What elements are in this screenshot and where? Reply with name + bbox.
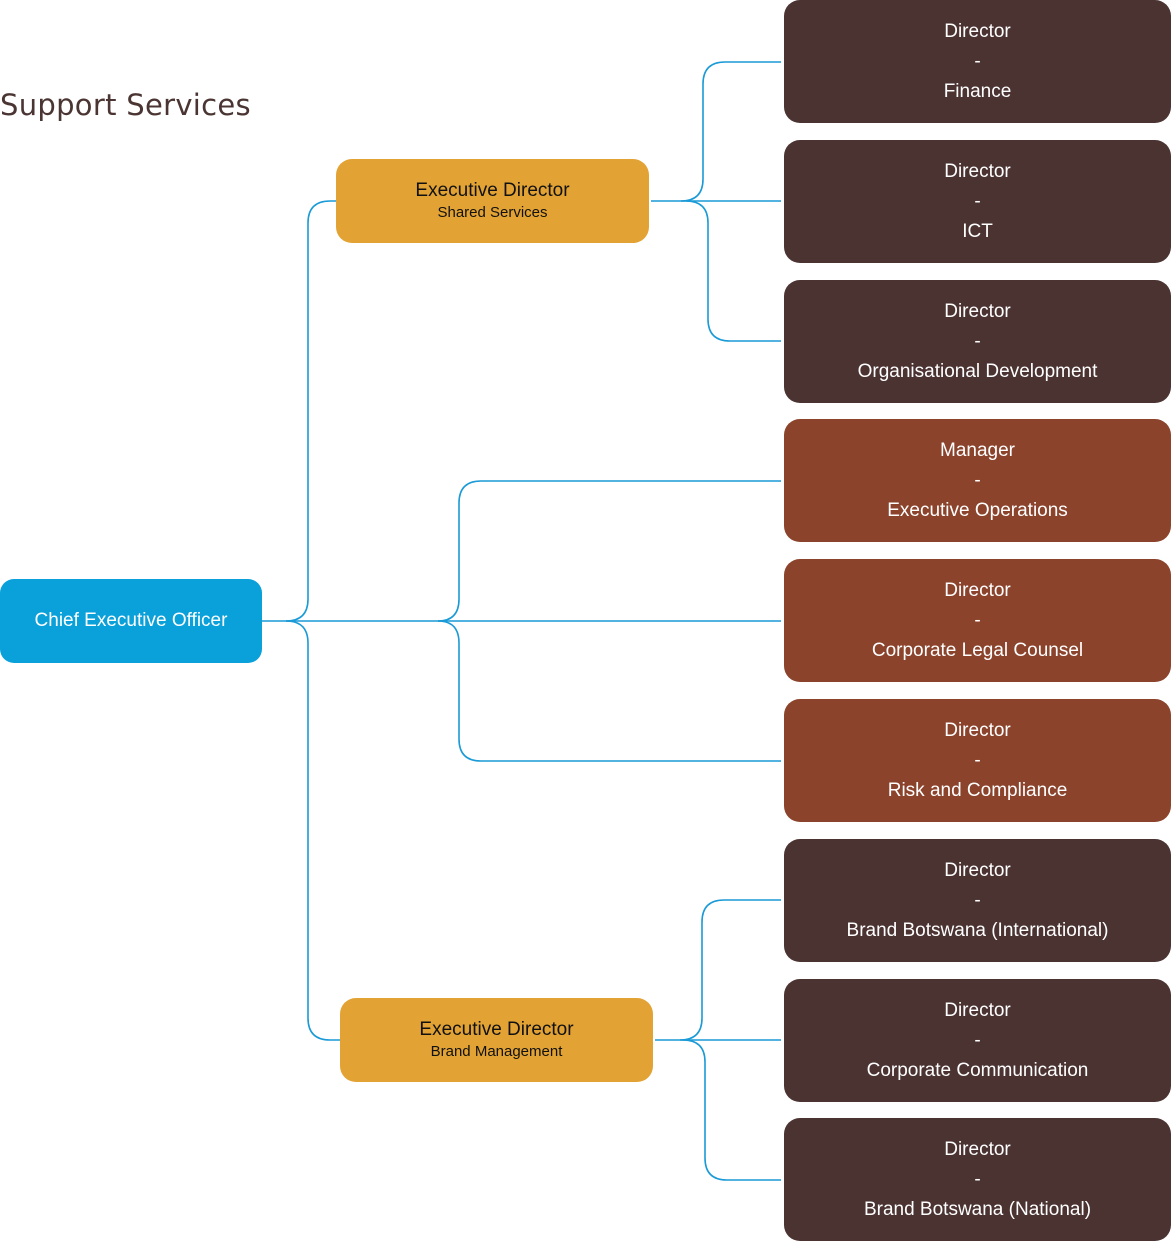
role-title: Director [944, 719, 1011, 741]
role-title: Manager [940, 439, 1015, 461]
exec-node-shared-services[interactable]: Executive Director Shared Services [336, 159, 649, 243]
connector-ceo-to-shared-services [285, 200, 336, 622]
role-separator: - [974, 609, 981, 631]
exec-title: Executive Director [415, 180, 570, 201]
connector-shared-to-finance [680, 61, 781, 202]
role-title: Director [944, 999, 1011, 1021]
ceo-title: Chief Executive Officer [34, 610, 228, 631]
ceo-node[interactable]: Chief Executive Officer [0, 579, 262, 663]
role-title: Director [944, 20, 1011, 42]
connector-shared-to-od [685, 200, 781, 342]
role-separator: - [974, 749, 981, 771]
role-separator: - [974, 1029, 981, 1051]
connector-ceo-to-brand-management [285, 620, 340, 1041]
role-separator: - [974, 190, 981, 212]
role-separator: - [974, 1168, 981, 1190]
role-unit: Executive Operations [887, 499, 1068, 521]
role-separator: - [974, 469, 981, 491]
role-unit: ICT [962, 220, 993, 242]
role-node-executive-operations[interactable]: Manager - Executive Operations [784, 419, 1171, 542]
connector-ceo-to-executive-operations [437, 480, 781, 622]
page-title: Support Services [0, 88, 251, 122]
role-node-corporate-legal-counsel[interactable]: Director - Corporate Legal Counsel [784, 559, 1171, 682]
role-unit: Finance [943, 80, 1012, 102]
role-title: Director [944, 579, 1011, 601]
exec-title: Executive Director [419, 1019, 574, 1040]
role-title: Director [944, 1138, 1011, 1160]
role-unit: Brand Botswana (National) [863, 1198, 1092, 1220]
exec-node-brand-management[interactable]: Executive Director Brand Management [340, 998, 653, 1082]
role-node-brand-botswana-national[interactable]: Director - Brand Botswana (National) [784, 1118, 1171, 1241]
role-separator: - [974, 50, 981, 72]
exec-unit: Shared Services [437, 204, 548, 221]
role-node-brand-botswana-international[interactable]: Director - Brand Botswana (International… [784, 839, 1171, 962]
role-unit: Brand Botswana (International) [846, 919, 1109, 941]
role-title: Director [944, 160, 1011, 182]
role-unit: Organisational Development [857, 360, 1098, 382]
connector-brand-to-national [682, 1039, 781, 1181]
role-unit: Corporate Communication [866, 1059, 1089, 1081]
exec-unit: Brand Management [430, 1043, 563, 1060]
role-node-finance[interactable]: Director - Finance [784, 0, 1171, 123]
connector-ceo-to-risk-compliance [437, 620, 781, 762]
role-separator: - [974, 330, 981, 352]
role-unit: Risk and Compliance [887, 779, 1068, 801]
role-title: Director [944, 300, 1011, 322]
role-unit: Corporate Legal Counsel [871, 639, 1084, 661]
role-node-risk-and-compliance[interactable]: Director - Risk and Compliance [784, 699, 1171, 822]
role-node-organisational-development[interactable]: Director - Organisational Development [784, 280, 1171, 403]
role-node-ict[interactable]: Director - ICT [784, 140, 1171, 263]
role-node-corporate-communication[interactable]: Director - Corporate Communication [784, 979, 1171, 1102]
connector-brand-to-international [679, 899, 781, 1041]
role-separator: - [974, 889, 981, 911]
role-title: Director [944, 859, 1011, 881]
